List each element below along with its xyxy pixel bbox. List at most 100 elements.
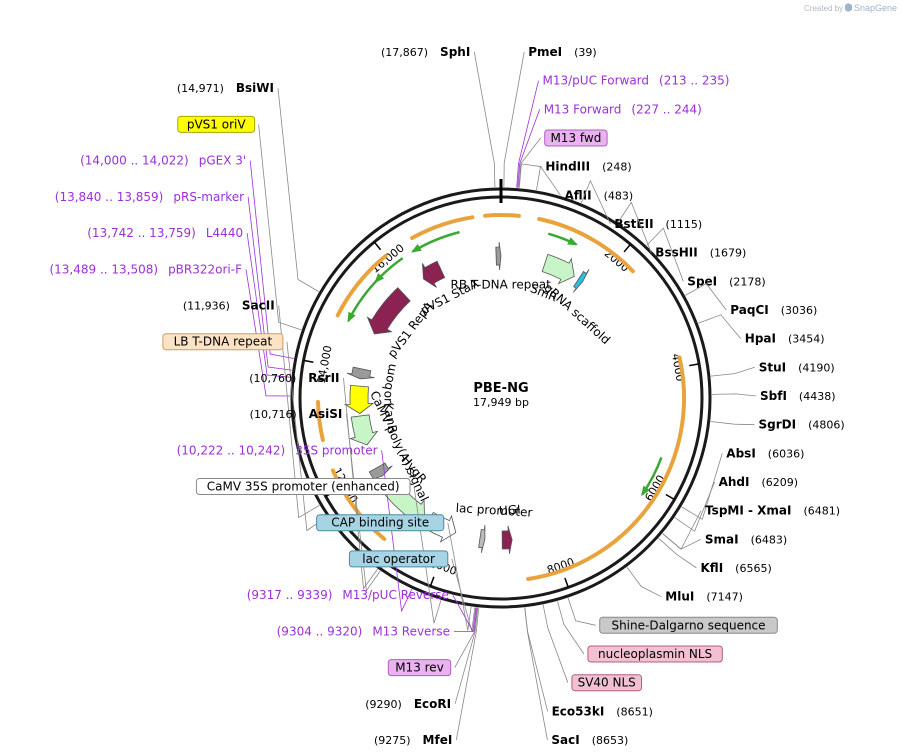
credit-brand: SnapGene xyxy=(854,3,897,13)
box-label-camv-35s-promoter-enhanced: CaMV 35S promoter (enhanced) xyxy=(195,478,411,495)
feature-band xyxy=(410,215,475,240)
label-box xyxy=(316,514,445,532)
leader-line xyxy=(278,305,320,519)
site-name: StuI xyxy=(759,360,786,374)
leader-line xyxy=(517,109,541,188)
site-label-hindiii: HindIII (248) xyxy=(545,160,631,174)
primer-text: M13/pUC Forward(213 .. 235) xyxy=(543,74,730,88)
site-label-asisi: (10,716)AsiSI xyxy=(250,407,343,421)
feature-rb-t-dna-repeat xyxy=(495,241,502,271)
site-labels: PmeI(39)M13/pUC Forward(213 .. 235)M13 F… xyxy=(49,45,844,747)
feature-bom xyxy=(346,366,375,380)
site-name: RsrII xyxy=(308,371,339,385)
site-name: HpaI xyxy=(745,332,776,346)
site-label-kfli: KflI(6565) xyxy=(701,561,772,575)
site-label-mlui: MluI(7147) xyxy=(665,590,743,604)
site-position: (8651) xyxy=(616,705,653,718)
site-text: HpaI(3454) xyxy=(745,332,825,346)
site-label-stui: StuI(4190) xyxy=(759,360,835,374)
site-position: (6481) xyxy=(803,505,840,518)
site-text: HindIII (248) xyxy=(545,160,631,174)
box-label-sv40-nls: SV40 NLS xyxy=(571,674,643,692)
feature-ugi xyxy=(501,525,513,554)
primer-text: (9317 .. 9339)M13/pUC Reverse xyxy=(247,588,449,602)
site-label-ecori: (9290) EcoRI xyxy=(365,697,451,711)
plasmid-center: PBE-NG 17,949 bp xyxy=(473,381,529,409)
leader-line xyxy=(681,453,723,520)
box-label-m13-rev: M13 rev xyxy=(387,659,452,677)
label-box xyxy=(162,333,284,351)
label-box xyxy=(599,616,778,634)
site-name: SpeI xyxy=(687,274,717,288)
site-position: (9290) xyxy=(365,698,402,711)
leader-line xyxy=(542,604,569,683)
leader-line xyxy=(524,607,548,741)
feature-label-bom: bom xyxy=(380,362,399,391)
primer-text: M13 Forward(227 .. 244) xyxy=(544,102,702,116)
leader-line xyxy=(413,486,442,624)
leader-line xyxy=(247,196,292,371)
box-label-nucleoplasmin-nls: nucleoplasmin NLS xyxy=(587,645,723,663)
site-label-smai: SmaI(6483) xyxy=(705,532,787,546)
primer-label-m13-puc-reverse: (9317 .. 9339)M13/pUC Reverse xyxy=(247,588,449,602)
snapgene-logo-icon xyxy=(845,3,852,12)
site-position: (3036) xyxy=(781,304,818,317)
site-label-absi: AbsI (6036) xyxy=(726,446,804,460)
site-text: (11,936)SacII xyxy=(183,299,275,313)
site-name: SacII xyxy=(242,299,275,313)
primer-name: 35S promoter xyxy=(295,443,377,457)
label-text: SV40 NLS xyxy=(578,676,636,690)
site-text: SgrDI(4806) xyxy=(759,418,845,432)
feature-label-lac-promoter: lac promoter xyxy=(455,501,533,520)
site-text: StuI(4190) xyxy=(759,360,835,374)
site-name: EcoRI xyxy=(414,697,451,711)
site-label-sgrdi: SgrDI(4806) xyxy=(759,418,845,432)
site-text: (14,971)BsiWI xyxy=(177,81,274,95)
leader-line xyxy=(454,607,478,632)
site-name: BstEII xyxy=(614,217,653,231)
site-position: (6036) xyxy=(768,447,805,460)
leader-line xyxy=(246,233,292,378)
site-position: (10,760) xyxy=(249,372,296,385)
leader-line xyxy=(277,88,320,292)
site-position: (248) xyxy=(602,161,632,174)
leader-line xyxy=(473,51,496,188)
site-name: TspMI - XmaI xyxy=(705,504,791,518)
primer-range: (14,000 .. 14,022) xyxy=(80,154,189,168)
label-box xyxy=(348,550,449,568)
site-label-saci: SacI(8653) xyxy=(551,733,628,747)
feature-pvs1-staa xyxy=(422,260,446,288)
leader-line xyxy=(626,567,662,598)
box-label-m13-fwd: M13 fwd xyxy=(544,129,608,147)
primer-label-l4440: (13,742 .. 13,759)L4440 xyxy=(87,226,243,240)
cds-arrowhead xyxy=(374,273,385,284)
leader-line xyxy=(580,179,611,225)
leader-line xyxy=(710,421,755,426)
feature-band xyxy=(316,400,325,442)
site-name: AbsI xyxy=(726,446,755,460)
leader-line xyxy=(674,481,715,532)
feature-band xyxy=(526,355,687,581)
label-box xyxy=(177,115,256,133)
site-text: AflII(483) xyxy=(565,188,634,202)
site-position: (10,716) xyxy=(250,408,297,421)
site-position: (4806) xyxy=(808,419,845,432)
tick-mark xyxy=(303,359,314,363)
leader-line xyxy=(646,227,684,282)
leader-line xyxy=(381,450,413,613)
site-position: (14,971) xyxy=(177,82,224,95)
primer-text: (14,000 .. 14,022)pGEX 3' xyxy=(80,154,246,168)
leader-line xyxy=(503,51,525,188)
feature-label-rb-t-dna-repeat: RB T-DNA repeat xyxy=(450,277,551,291)
feature-band xyxy=(330,468,387,541)
site-label-sacii: (11,936)SacII xyxy=(183,299,275,313)
leader-line xyxy=(455,607,480,741)
feature-label-ugi: UGI xyxy=(498,502,521,518)
site-text: BssHII(1679) xyxy=(655,246,746,260)
site-text: SbfI(4438) xyxy=(760,389,836,403)
primer-label-m13-forward: M13 Forward(227 .. 244) xyxy=(544,102,702,116)
site-label-paqci: PaqCI(3036) xyxy=(730,303,817,317)
site-name: HindIII xyxy=(545,160,590,174)
site-text: SacI(8653) xyxy=(551,733,628,747)
